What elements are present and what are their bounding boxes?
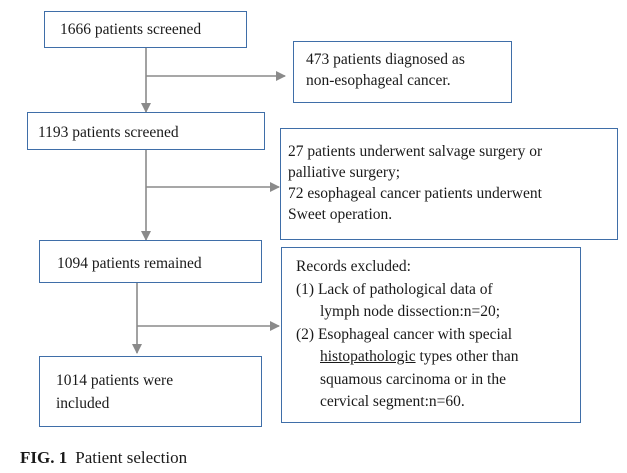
box-text-line: 473 patients diagnosed as bbox=[306, 51, 465, 68]
records-item-2-line: squamous carcinoma or in the bbox=[320, 370, 506, 388]
figure-title: Patient selection bbox=[75, 448, 188, 467]
records-item-2-post: types other than bbox=[415, 348, 519, 365]
figure-caption: FIG. 1 Patient selection bbox=[20, 448, 187, 468]
box-records-excluded: Records excluded: (1) Lack of pathologic… bbox=[281, 247, 581, 423]
box-text-line: palliative surgery; bbox=[288, 164, 401, 181]
box-screened-initial: 1666 patients screened bbox=[44, 11, 247, 48]
box-included: 1014 patients were included bbox=[39, 356, 262, 427]
records-heading: Records excluded: bbox=[296, 258, 411, 275]
box-excluded-non-esophageal: 473 patients diagnosed as non-esophageal… bbox=[293, 41, 512, 103]
box-text-line: 27 patients underwent salvage surgery or bbox=[288, 143, 543, 160]
box-remained: 1094 patients remained bbox=[39, 240, 262, 283]
box-text: 1666 patients screened bbox=[60, 21, 202, 38]
box-text-line: 72 esophageal cancer patients underwent bbox=[288, 185, 542, 202]
box-text-line: 1014 patients were bbox=[56, 372, 174, 389]
box-text-line: Sweet operation. bbox=[288, 206, 393, 223]
box-text: 1094 patients remained bbox=[57, 255, 202, 272]
figure-label: FIG. 1 bbox=[20, 448, 68, 467]
box-screened-second: 1193 patients screened bbox=[27, 112, 265, 150]
box-text-line: non-esophageal cancer. bbox=[306, 72, 451, 89]
records-item-2-line: cervical segment:n=60. bbox=[320, 393, 465, 410]
records-item-2-underlined: histopathologic bbox=[320, 348, 416, 365]
records-item-1-line: lymph node dissection:n=20; bbox=[320, 303, 501, 320]
box-text-line: included bbox=[56, 395, 110, 412]
records-item-1-line: (1) Lack of pathological data of bbox=[296, 280, 493, 298]
records-item-2-line: (2) Esophageal cancer with special bbox=[296, 325, 513, 343]
box-text: 1193 patients screened bbox=[38, 124, 179, 141]
box-excluded-surgery: 27 patients underwent salvage surgery or… bbox=[280, 128, 618, 240]
records-item-2-line: histopathologic types other than bbox=[296, 346, 580, 369]
